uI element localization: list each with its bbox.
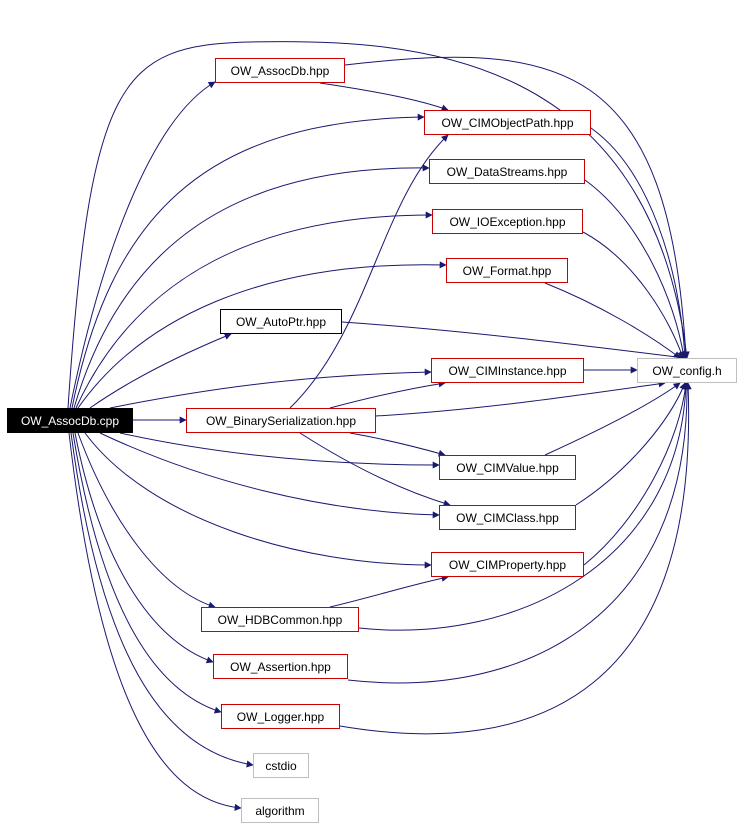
edge-assertion-to-config (347, 382, 691, 684)
edge-root-to-assocdb-hpp (69, 81, 216, 409)
edge-ioexception-to-config (582, 231, 685, 359)
edge-cimobjectpath-to-config (590, 127, 689, 359)
edge-root-to-cimproperty (84, 432, 432, 569)
edge-root-to-ciminstance (109, 368, 432, 409)
edge-root-to-ioexception (75, 211, 433, 409)
edge-root-to-datastreams (73, 164, 430, 409)
edge-root-to-cimclass (99, 432, 440, 519)
node-ow-assocdb-cpp[interactable]: OW_AssocDb.cpp (7, 408, 133, 433)
node-ow-cimobjectpath-hpp[interactable]: OW_CIMObjectPath.hpp (424, 110, 591, 135)
node-ow-cimproperty-hpp[interactable]: OW_CIMProperty.hpp (431, 552, 584, 577)
node-ow-datastreams-hpp[interactable]: OW_DataStreams.hpp (429, 159, 585, 184)
edge-root-to-assertion (74, 432, 214, 664)
edge-root-to-cstdio (70, 432, 254, 768)
edge-logger-to-config (339, 382, 692, 735)
node-ow-cimvalue-hpp[interactable]: OW_CIMValue.hpp (439, 455, 576, 480)
node-ow-ciminstance-hpp[interactable]: OW_CIMInstance.hpp (431, 358, 584, 383)
edge-root-to-cimvalue (119, 432, 440, 469)
edge-cimproperty-to-config (583, 382, 689, 566)
node-cstdio[interactable]: cstdio (253, 753, 309, 778)
edge-binaryserialization-to-ciminstance (329, 380, 446, 409)
node-ow-ioexception-hpp[interactable]: OW_IOException.hpp (432, 209, 583, 234)
edge-root-to-autoptr (89, 333, 232, 409)
node-ow-assertion-hpp[interactable]: OW_Assertion.hpp (213, 654, 348, 679)
edge-root-to-hdbcommon (77, 432, 216, 609)
edge-hdbcommon-to-config (358, 382, 690, 631)
edge-root-to-format (77, 261, 447, 409)
edge-binaryserialization-to-cimclass (299, 432, 451, 507)
node-ow-binaryserialization-hpp[interactable]: OW_BinarySerialization.hpp (186, 408, 376, 433)
edge-binaryserialization-to-config (375, 380, 666, 417)
edge-assocdb-hpp-to-config (344, 56, 690, 359)
node-algorithm[interactable]: algorithm (241, 798, 319, 823)
edge-root-to-config (67, 41, 690, 409)
edge-cimclass-to-config (575, 382, 686, 506)
node-ow-hdbcommon-hpp[interactable]: OW_HDBCommon.hpp (201, 607, 359, 632)
edge-binaryserialization-to-cimobjectpath (289, 134, 449, 409)
edge-binaryserialization-to-cimvalue (349, 432, 446, 457)
node-ow-config-h[interactable]: OW_config.h (637, 358, 737, 383)
edge-root-to-cimobjectpath (71, 113, 425, 409)
node-ow-format-hpp[interactable]: OW_Format.hpp (446, 258, 568, 283)
edge-root-to-logger (72, 432, 222, 714)
node-ow-autoptr-hpp[interactable]: OW_AutoPtr.hpp (220, 309, 342, 334)
edge-format-to-config (544, 282, 681, 359)
edge-cimvalue-to-config (544, 382, 681, 456)
edge-assocdb-hpp-to-cimobjectpath (319, 82, 449, 112)
edge-hdbcommon-to-cimproperty (329, 574, 449, 608)
node-ow-assocdb-hpp[interactable]: OW_AssocDb.hpp (215, 58, 345, 83)
edge-autoptr-to-config (341, 321, 686, 361)
node-ow-cimclass-hpp[interactable]: OW_CIMClass.hpp (439, 505, 576, 530)
node-ow-logger-hpp[interactable]: OW_Logger.hpp (221, 704, 340, 729)
edge-root-to-algorithm (68, 432, 242, 811)
edge-datastreams-to-config (584, 179, 687, 359)
